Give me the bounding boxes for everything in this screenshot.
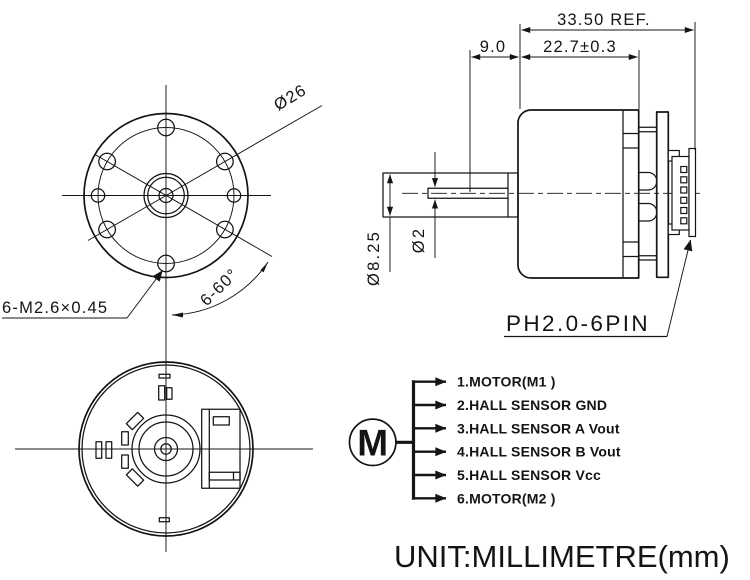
rear-connector-outline xyxy=(201,408,241,489)
front-section-label: 9.0 xyxy=(480,38,507,56)
angle-dimension-arc xyxy=(171,261,269,316)
vent-slot xyxy=(158,385,166,401)
vent-slot xyxy=(158,517,170,523)
pin-label-2: 2.HALL SENSOR GND xyxy=(457,397,607,413)
side-hole xyxy=(226,188,242,203)
pin-label-3: 3.HALL SENSOR A Vout xyxy=(457,420,620,436)
bearing-boss xyxy=(382,172,519,218)
connector-pin-contact xyxy=(680,217,688,225)
rear-shaft-end xyxy=(160,443,172,455)
hub-outer-ring xyxy=(143,172,189,219)
rear-pcb-plate xyxy=(655,111,670,279)
vent-slot xyxy=(95,441,103,459)
rear-bearing-ring xyxy=(153,436,179,462)
brush-housing-bump xyxy=(638,202,658,222)
body-length-label: 22.7±0.3 xyxy=(543,38,617,56)
shaft-diameter-label: Ø2 xyxy=(410,227,428,253)
side-hole xyxy=(90,188,106,203)
boss-diameter-label: Ø8.25 xyxy=(365,230,383,286)
diagonal-centerline xyxy=(94,154,273,257)
hole-angle-label: 6-60° xyxy=(197,265,242,310)
mounting-hole xyxy=(215,152,234,171)
vent-slot xyxy=(166,387,173,400)
motor-body-outline xyxy=(517,109,640,279)
front-diameter-label: Ø26 xyxy=(271,81,310,114)
connector-pin-contact xyxy=(680,206,688,215)
rear-connector-block xyxy=(201,408,241,489)
rear-outline-outer xyxy=(78,361,254,537)
connector-pin-contact xyxy=(680,165,688,174)
arc-arrowhead xyxy=(260,262,268,273)
diameter-leader-line xyxy=(87,105,323,241)
thread-spec-label: 6-M2.6×0.45 xyxy=(2,299,108,317)
connector-leader xyxy=(666,239,693,337)
rear-outline-inner xyxy=(81,364,251,534)
pinout-diagram: M 1.MOTOR(M1 ) 2.HALL SENSOR GND 3.HALL … xyxy=(348,374,621,506)
rear-hub-ring-inner xyxy=(138,421,194,477)
overall-length-label: 33.50 REF. xyxy=(557,11,651,29)
mounting-hole xyxy=(215,220,234,239)
rear-hub-ring-outer xyxy=(131,414,201,484)
pin-label-1: 1.MOTOR(M1 ) xyxy=(457,374,556,390)
vent-slot xyxy=(105,441,113,459)
rear-connector-bar xyxy=(208,471,241,481)
thread-leader xyxy=(126,270,163,319)
bolt-circle xyxy=(97,127,235,264)
pin-label-4: 4.HALL SENSOR B Vout xyxy=(457,444,621,460)
motor-symbol-letter: M xyxy=(357,423,388,464)
connector-pin-contact xyxy=(680,196,688,204)
pin-label-5: 5.HALL SENSOR Vcc xyxy=(457,467,601,483)
side-view: 33.50 REF. 9.0 22.7±0.3 Ø8.25 Ø2 PH2.0-6… xyxy=(365,11,700,338)
rear-view xyxy=(15,361,313,537)
shaft-hole xyxy=(158,187,174,204)
vent-slot xyxy=(125,468,145,487)
rear-connector-key xyxy=(212,416,230,426)
mounting-hole xyxy=(98,152,117,171)
arc-arrowhead xyxy=(172,312,183,318)
brush-housing-bump xyxy=(638,171,658,191)
connector-type-label: PH2.0-6PIN xyxy=(506,311,650,336)
vent-slot xyxy=(158,373,171,379)
hub-inner-ring xyxy=(147,176,185,215)
ph-connector xyxy=(667,147,697,238)
motor-face-outline xyxy=(83,112,249,279)
unit-note: UNIT:MILLIMETRE(mm) xyxy=(394,539,730,574)
mounting-hole xyxy=(98,220,117,239)
vent-slot xyxy=(125,411,145,431)
pin-label-6: 6.MOTOR(M2 ) xyxy=(457,490,556,506)
front-view: Ø26 6-M2.6×0.45 6-60° xyxy=(2,81,323,552)
output-shaft xyxy=(427,187,508,199)
mounting-hole xyxy=(157,254,175,273)
vent-slot xyxy=(121,454,129,469)
connector-pin-contact xyxy=(680,176,688,184)
mounting-hole xyxy=(157,118,175,137)
connector-pin-contact xyxy=(680,186,688,194)
connector-wall xyxy=(688,147,697,238)
vent-slot xyxy=(121,431,129,446)
